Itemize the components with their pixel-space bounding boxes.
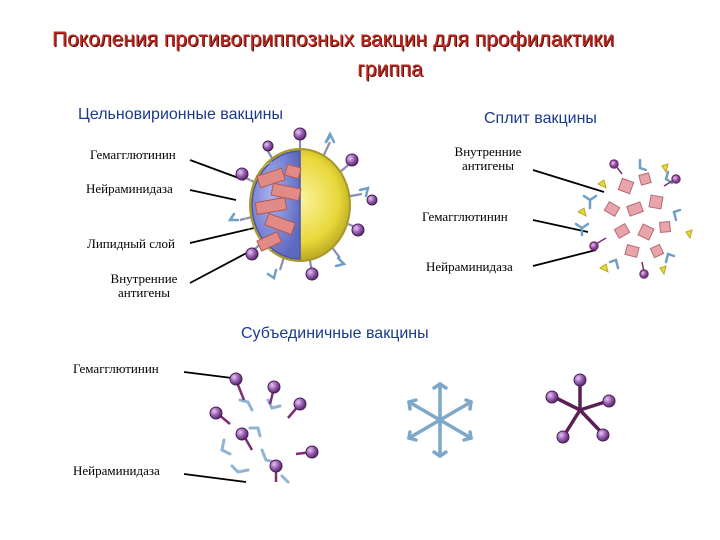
subunit-neuraminidase-rosette (545, 373, 616, 444)
wv-hemagglutinin-label: Гемагглютинин (90, 147, 176, 162)
split-internal-antigens-line-1: Внутренние (454, 144, 522, 159)
subunit-leader-lines (183, 371, 247, 483)
split-neuraminidase (589, 159, 681, 279)
wv-leader-lines (189, 159, 257, 284)
whole-virion-heading: Цельновирионные вакцины (78, 106, 283, 123)
subunit-neuraminidase-heads (209, 372, 319, 473)
subunit-hemagglutinin-rosette (407, 381, 473, 459)
split-vaccine-fragments (574, 158, 693, 279)
subunit-mixed-cluster (209, 372, 319, 484)
title-line-2: гриппа (357, 58, 423, 81)
split-neuraminidase-label: Нейраминидаза (426, 259, 513, 274)
wv-neuraminidase-label: Нейраминидаза (86, 181, 173, 196)
wv-lipid-layer-label: Липидный слой (87, 236, 175, 251)
split-heading: Сплит вакцины (484, 110, 597, 127)
wv-internal-antigens-label: Внутренние антигены (96, 272, 192, 300)
subunit-hemagglutinin-label: Гемагглютинин (73, 361, 159, 376)
wv-internal-antigens (254, 163, 302, 252)
wv-neuraminidase-heads (235, 127, 378, 281)
subunit-heading: Субъединичные вакцины (241, 325, 429, 342)
split-hemagglutinin-label: Гемагглютинин (422, 209, 508, 224)
wv-hemagglutinin-tips (227, 131, 370, 281)
split-yellow-lipid-bits (577, 163, 693, 276)
whole-virion-particle (227, 127, 378, 281)
wv-internal-antigens-line-1: Внутренние (110, 271, 178, 286)
split-leader-lines (532, 169, 605, 267)
subunit-neuraminidase-label: Нейраминидаза (73, 463, 160, 478)
split-internal-antigens-line-2: антигены (462, 158, 514, 173)
wv-internal-antigens-line-2: антигены (118, 285, 170, 300)
split-internal-antigens-label: Внутренние антигены (442, 145, 534, 173)
split-internal-antigens (603, 172, 671, 259)
title-line-1: Поколения противогриппозных вакцин для п… (52, 28, 615, 51)
